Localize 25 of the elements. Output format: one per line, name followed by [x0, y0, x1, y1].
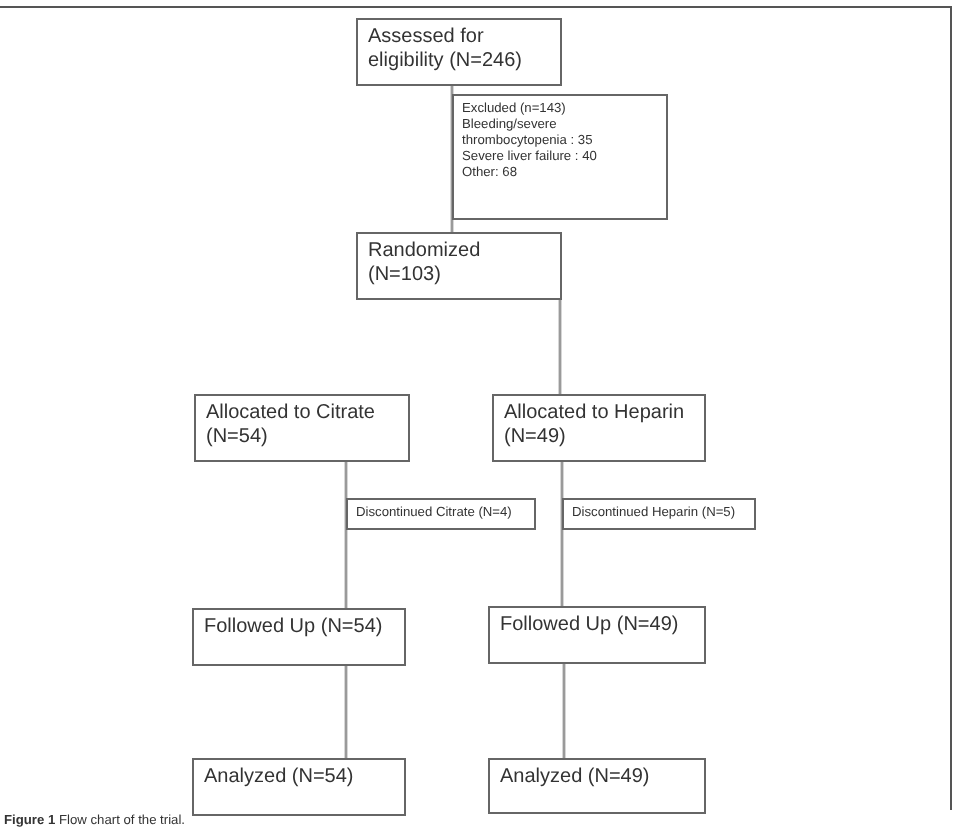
box-text: Allocated to Heparin (N=49)	[504, 402, 687, 450]
box-text: Analyzed (N=49)	[500, 766, 652, 790]
connector-line	[560, 462, 564, 606]
box-text: Followed Up (N=54)	[204, 616, 385, 640]
process-box	[488, 606, 706, 664]
process-box	[192, 608, 406, 666]
connector-line	[344, 462, 348, 608]
connector-line	[344, 666, 348, 758]
box-text: Allocated to Citrate (N=54)	[206, 402, 377, 450]
process-box	[492, 394, 706, 462]
process-box	[488, 758, 706, 814]
process-box	[192, 758, 406, 816]
process-box	[356, 18, 562, 86]
box-text: Analyzed (N=54)	[204, 766, 356, 790]
box-text: Assessed for eligibility (N=246)	[368, 26, 524, 74]
note-box	[452, 94, 668, 220]
box-text: Randomized (N=103)	[368, 240, 483, 288]
note-box	[346, 498, 536, 530]
box-text: Followed Up (N=49)	[500, 614, 681, 638]
connector-line	[562, 664, 566, 758]
process-box	[194, 394, 410, 462]
note-box	[562, 498, 756, 530]
process-box	[356, 232, 562, 300]
connector-line	[558, 300, 562, 394]
connector-line	[450, 86, 454, 232]
